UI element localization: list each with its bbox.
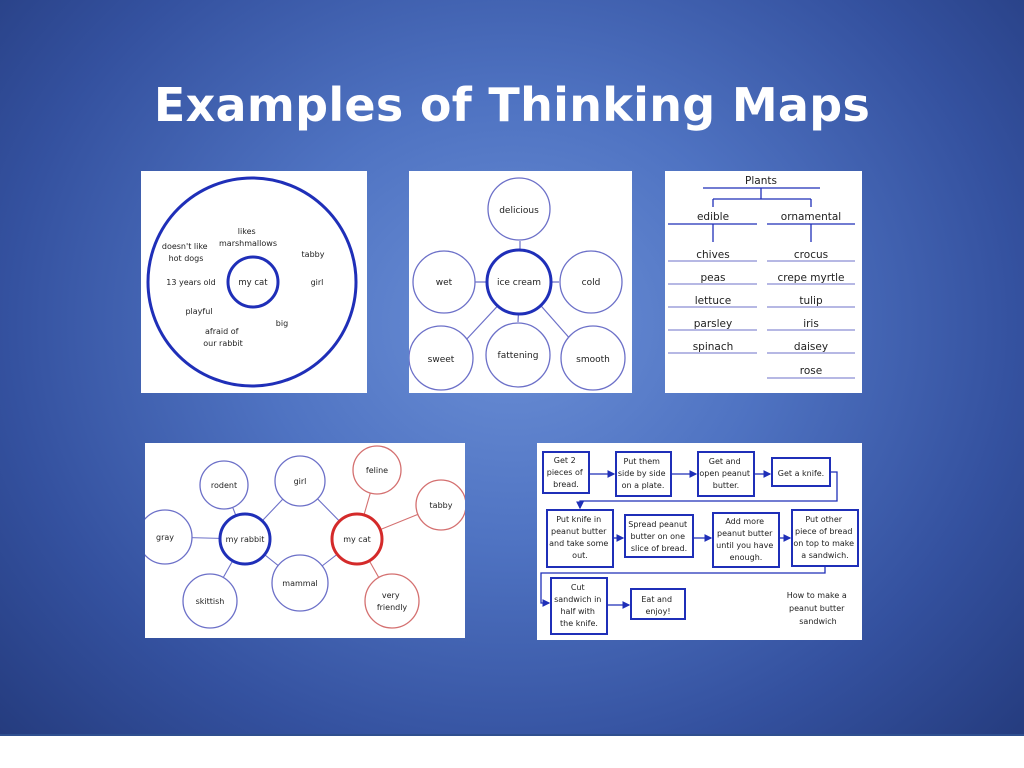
right-only-item: feline [366,466,388,475]
flow-step-text: Eat and enjoy! [641,595,674,616]
bubble-adjective: fattening [498,351,539,361]
circle-item: doesn't like hot dogs [162,242,210,263]
bubble-map-image: ice cream delicious wet cold sweet fatte… [409,171,632,393]
flow-step-box [712,512,780,568]
tree-leaf: crepe myrtle [777,272,844,284]
shared-bubble [274,455,326,507]
left-only-item: gray [156,533,174,542]
flow-step-box [542,451,590,494]
outer-circle [146,176,358,388]
tree-root: Plants [745,175,777,187]
circle-item: tabby [302,250,325,259]
tree-leaf: peas [700,272,725,284]
bubble-adjective: cold [582,278,601,288]
flow-step-text: Add more peanut butter until you have en… [716,517,776,562]
circle-item: big [276,319,288,328]
bubble-adjective: smooth [576,355,610,365]
circle-item: girl [311,278,324,287]
flow-step-text: Put them side by side on a plate. [618,457,668,490]
adjective-bubble [560,325,626,391]
right-only-item: tabby [430,501,453,510]
right-only-bubble [364,573,420,629]
inner-circle [226,255,280,309]
bubble-adjective: delicious [499,206,539,216]
tree-leaf: parsley [694,318,732,330]
tree-map-image: Plants edible ornamental chives peas let… [665,171,862,393]
right-only-bubble [352,445,402,495]
circle-item: playful [185,307,212,316]
adjective-bubble [487,177,551,241]
tree-leaf: rose [800,365,822,377]
shared-bubble [271,554,329,612]
right-center-bubble [330,512,384,566]
tree-leaf: tulip [799,295,823,307]
left-only-item: skittish [196,597,225,606]
shared-item: mammal [282,579,317,588]
flow-step-box [630,588,686,620]
flow-step-text: Cut sandwich in half with the knife. [554,583,604,628]
flow-step-text: Get a knife. [778,469,824,478]
flow-step-box [791,509,859,567]
tree-leaf: chives [696,249,730,261]
circle-map-center: my cat [238,278,268,288]
tree-leaf: spinach [693,341,734,353]
left-only-bubble [145,509,193,565]
tree-branch-heading: edible [697,211,729,223]
double-bubble-left-label: my rabbit [226,535,265,544]
flow-caption: How to make a peanut butter sandwich [787,591,850,626]
footer-bar [0,734,1024,768]
center-bubble [485,248,553,316]
bubble-adjective: sweet [428,355,455,365]
left-only-bubble [199,460,249,510]
circle-item: likes marshmallows [219,227,277,248]
double-bubble-map-image: my rabbit my cat girl mammal rodent gray… [145,443,465,638]
double-bubble-right-label: my cat [343,535,371,544]
right-only-item: very friendly [377,591,408,612]
tree-leaf: crocus [794,249,828,261]
adjective-bubble [412,250,476,314]
flow-step-text: Spread peanut butter on one slice of bre… [628,520,689,553]
circle-item: afraid of our rabbit [203,327,243,348]
circle-map-image: my cat likes marshmallows doesn't like h… [141,171,367,393]
tree-branch-heading: ornamental [781,211,841,223]
left-center-bubble [218,512,272,566]
bubble-center-label: ice cream [497,278,541,288]
flow-step-text: Get 2 pieces of bread. [547,456,586,489]
flow-step-box [546,509,614,568]
flow-step-box [697,451,755,497]
right-only-bubble [415,479,465,531]
flow-map-image: Get 2 pieces of bread. Put them side by … [537,443,862,640]
flow-step-text: Put knife in peanut butter and take some… [549,515,611,560]
bubble-adjective: wet [436,278,453,288]
shared-item: girl [294,477,307,486]
flow-step-box [624,514,694,558]
adjective-bubble [485,322,551,388]
tree-leaf: iris [803,318,819,330]
flow-step-text: Get and open peanut butter. [699,457,752,490]
flow-step-text: Put other piece of bread on top to make … [793,515,856,560]
tree-leaf: lettuce [695,295,732,307]
adjective-bubble [409,325,474,391]
flow-step-box [615,451,672,497]
adjective-bubble [559,250,623,314]
flow-step-box [550,577,608,635]
circle-item: 13 years old [166,278,215,287]
left-only-item: rodent [211,481,237,490]
tree-leaf: daisey [794,341,828,353]
left-only-bubble [182,573,238,629]
slide-title: Examples of Thinking Maps [153,78,871,132]
